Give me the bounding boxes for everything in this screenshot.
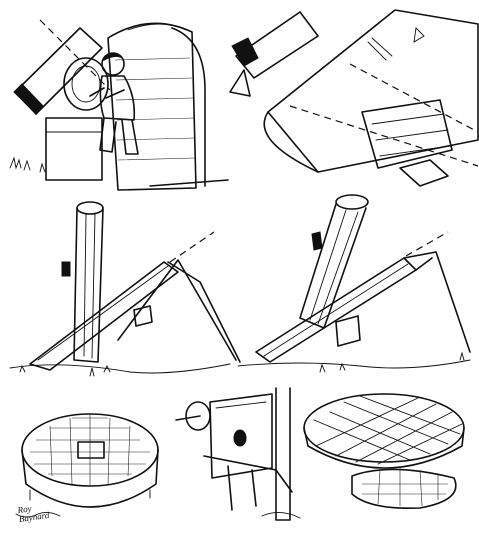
mirror-grinding-tool-drawing [21, 413, 159, 508]
telescope-mount-right-drawing [237, 194, 471, 373]
signature-flourish [15, 511, 61, 518]
telescope-mount-left-drawing [9, 201, 241, 377]
grinding-machine-drawing [175, 387, 301, 521]
mirror-on-lap-drawing [303, 393, 465, 510]
eyepiece-detail-drawing [229, 9, 479, 187]
observer-at-telescope-drawing [9, 19, 229, 191]
